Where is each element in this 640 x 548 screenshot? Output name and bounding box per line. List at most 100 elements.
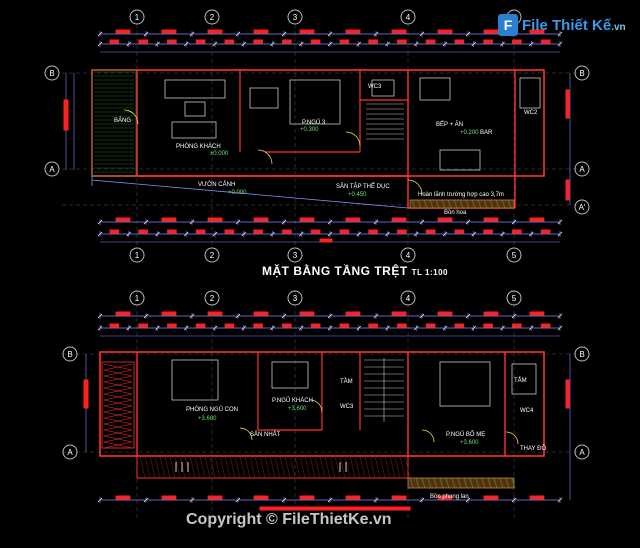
- plant: [451, 477, 456, 489]
- room-label-living: PHÒNG KHÁCH: [176, 144, 221, 150]
- wc-fixtures: [371, 79, 395, 97]
- grid-bubble-left-circle: [62, 346, 78, 362]
- hatch-line: [404, 455, 411, 479]
- plant: [409, 477, 414, 489]
- plant: [495, 199, 500, 209]
- door-swing: [309, 399, 323, 413]
- dim-top-inner-text: [425, 323, 436, 328]
- dim-bottom-inner-text: [161, 495, 177, 500]
- dim-top-outer-text: [483, 311, 499, 316]
- dim-left-text: [63, 99, 69, 131]
- dim-top-inner-text: [310, 39, 321, 44]
- plant: [457, 477, 462, 489]
- grid-bubble-top: 3: [293, 294, 298, 303]
- dim-top-inner-text: [425, 39, 436, 44]
- grid-bubble-bottom: 3: [293, 251, 298, 260]
- dim-top-outer-text: [391, 29, 407, 34]
- balcony-hatch: [91, 69, 137, 177]
- dim-bottom-outer-text: [454, 229, 465, 234]
- hatch-line: [103, 405, 133, 413]
- grid-bubble-top: 4: [406, 294, 411, 303]
- dim-top-outer-text: [299, 29, 315, 34]
- hatch-line: [369, 455, 376, 479]
- dim-bottom-outer-text: [138, 229, 148, 234]
- hatch-line: [399, 455, 406, 479]
- dim-top-outer-text: [437, 311, 453, 316]
- grid-bubble-bottom: 5: [512, 251, 517, 260]
- grid-bubble-top-circle: [204, 9, 220, 25]
- grid-bubble-right: A: [579, 165, 585, 174]
- room-label-parents: P.NGỦ BỐ MẸ: [446, 432, 486, 438]
- grid-bubble-top-circle: [287, 290, 303, 306]
- dim-top-inner-text: [540, 323, 551, 328]
- grid-bubble-top-circle: [400, 290, 416, 306]
- dim-bottom-inner-text: [529, 495, 545, 500]
- driveway-edge: [91, 179, 409, 209]
- dim-total-text: [319, 238, 333, 243]
- hatch-line: [299, 455, 306, 479]
- room-label-wc4: WC4: [520, 408, 534, 414]
- grid-bubble-bottom-circle: [204, 247, 220, 263]
- plant: [459, 199, 464, 209]
- hatch-line: [189, 455, 196, 479]
- plant: [415, 477, 420, 489]
- dim-bottom-outer-text: [195, 229, 206, 234]
- grid-bubble-right-circle: [574, 161, 590, 177]
- dim-top-inner-text: [138, 39, 148, 44]
- hatch-line: [103, 417, 133, 425]
- dim-top-inner-text: [454, 323, 465, 328]
- hatch-line: [103, 381, 133, 389]
- hatch-line: [264, 455, 271, 479]
- hatch-line: [214, 455, 221, 479]
- grid-bubble-top: 1: [135, 13, 140, 22]
- door-swing: [257, 149, 273, 165]
- hatch-line: [103, 387, 133, 395]
- grid-bubble-left: B: [49, 69, 54, 78]
- site-logo[interactable]: F File Thiết Kế.vn: [498, 12, 632, 38]
- hatch-line: [144, 455, 151, 479]
- hatch-line: [374, 455, 381, 479]
- hatch-line: [364, 455, 371, 479]
- grid-bubble-bottom: 4: [406, 251, 411, 260]
- dim-bottom-outer-text: [425, 229, 436, 234]
- plant: [471, 199, 476, 209]
- plant: [427, 477, 432, 489]
- hatch-line: [289, 455, 296, 479]
- dim-top-outer-text: [207, 29, 223, 34]
- dim-bottom-outer-text: [253, 229, 263, 234]
- plant: [501, 199, 506, 209]
- hatch-line: [384, 455, 391, 479]
- grid-bubble-top: 3: [293, 13, 298, 22]
- bed: [289, 79, 341, 125]
- sofa: [171, 121, 217, 139]
- hatch-line: [103, 423, 133, 431]
- dim-bottom-outer-text: [282, 229, 292, 234]
- hatch-line: [344, 455, 351, 479]
- plant: [499, 477, 504, 489]
- hatch-line: [199, 455, 206, 479]
- dim-right-text: [565, 179, 570, 201]
- dim-top-inner-text: [282, 323, 292, 328]
- dim-bottom-inner-text: [207, 495, 223, 500]
- dim-bottom-inner-text: [253, 217, 269, 222]
- dim-top-inner-text: [512, 39, 522, 44]
- hatch-line: [154, 455, 161, 479]
- grid-bubble-left: A: [49, 165, 55, 174]
- dim-bottom-text: [259, 506, 411, 511]
- dim-top-inner-text: [167, 39, 177, 44]
- grid-bubble-right-circle: [574, 65, 590, 81]
- dim-top-inner-text: [224, 39, 235, 44]
- dim-top-inner-text: [109, 39, 120, 44]
- grid-bubble-right: A: [579, 448, 585, 457]
- grid-bubble-top: 2: [210, 13, 215, 22]
- hatch-line: [224, 455, 231, 479]
- hatch-line: [339, 455, 346, 479]
- dim-right-text: [565, 379, 570, 409]
- coffee-table: [184, 101, 206, 117]
- room-label-wc3: WC3: [368, 84, 382, 90]
- plant: [411, 199, 416, 209]
- dim-top-inner-text: [454, 39, 465, 44]
- grid-bubble-top: 5: [512, 294, 517, 303]
- dim-top-outer-text: [161, 29, 177, 34]
- plan-scale: TL 1:100: [411, 268, 448, 277]
